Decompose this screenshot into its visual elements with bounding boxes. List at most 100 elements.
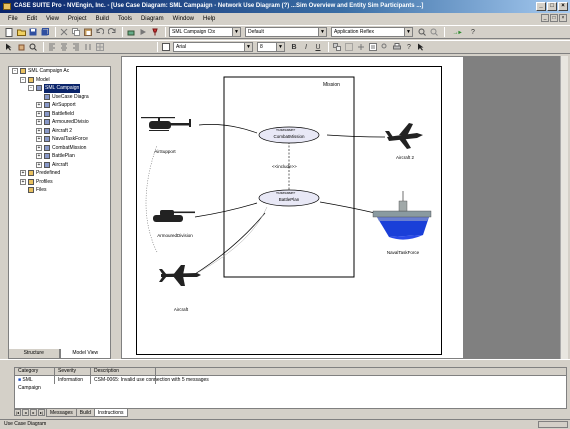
- generalization-line[interactable]: [145, 144, 158, 253]
- tab-instructions[interactable]: Instructions: [93, 409, 128, 417]
- menu-diagram[interactable]: Diagram: [140, 15, 164, 22]
- paste-icon[interactable]: [83, 27, 93, 37]
- group-icon[interactable]: [344, 42, 354, 52]
- tree-item[interactable]: +Predefined: [9, 169, 110, 178]
- save-icon[interactable]: [28, 27, 38, 37]
- association-line[interactable]: [198, 124, 258, 134]
- tree-item[interactable]: +Aircraft: [9, 161, 110, 170]
- align-center-icon[interactable]: [59, 42, 69, 52]
- mdi-close-button[interactable]: ×: [559, 14, 567, 22]
- menu-file[interactable]: File: [8, 15, 18, 22]
- association-line[interactable]: [194, 202, 258, 218]
- zoom-tool-icon[interactable]: [28, 42, 38, 52]
- tab-structure[interactable]: Structure: [8, 349, 60, 359]
- underline-icon[interactable]: U: [315, 43, 321, 51]
- copy-icon[interactable]: [71, 27, 81, 37]
- italic-icon[interactable]: I: [305, 43, 307, 51]
- help-icon[interactable]: ?: [407, 43, 411, 51]
- output-splitter[interactable]: [0, 359, 570, 367]
- tab-build[interactable]: Build: [75, 409, 95, 417]
- menu-window[interactable]: Window: [172, 15, 194, 22]
- association-line[interactable]: [198, 206, 268, 273]
- jet-aircraft-icon[interactable]: [385, 123, 423, 149]
- expand-icon[interactable]: +: [36, 102, 42, 109]
- close-button[interactable]: ×: [558, 2, 568, 11]
- diagram-canvas[interactable]: Mission <<include>> «usecase» CombatMiss…: [121, 56, 464, 359]
- filter-combo[interactable]: Application Reflex ▼: [331, 27, 413, 37]
- col-severity[interactable]: Severity: [55, 368, 91, 375]
- expand-icon[interactable]: +: [36, 136, 42, 143]
- hand-icon[interactable]: [16, 42, 26, 52]
- line-color-icon[interactable]: [161, 42, 171, 52]
- prev-tab-icon[interactable]: ◂: [22, 409, 29, 416]
- menu-project[interactable]: Project: [67, 15, 87, 22]
- association-line[interactable]: [194, 212, 266, 275]
- menu-tools[interactable]: Tools: [117, 15, 132, 22]
- col-category[interactable]: Category: [15, 368, 55, 375]
- expand-icon[interactable]: +: [36, 110, 42, 117]
- mdi-restore-button[interactable]: □: [550, 14, 558, 22]
- align-left-icon[interactable]: [47, 42, 57, 52]
- expand-icon[interactable]: +: [36, 153, 42, 160]
- open-folder-icon[interactable]: [16, 27, 26, 37]
- tab-messages[interactable]: Messages: [46, 409, 77, 417]
- tree-item[interactable]: +NavalTaskForce: [9, 135, 110, 144]
- select-tool-icon[interactable]: [4, 42, 14, 52]
- redo-icon[interactable]: [107, 27, 117, 37]
- find-icon[interactable]: [380, 42, 390, 52]
- menu-view[interactable]: View: [46, 15, 59, 22]
- chevron-down-icon[interactable]: ▼: [404, 28, 412, 36]
- resize-grip[interactable]: [538, 421, 568, 428]
- pointer-help-icon[interactable]: [416, 42, 426, 52]
- collapse-icon[interactable]: -: [20, 76, 26, 83]
- chevron-down-icon[interactable]: ▼: [244, 43, 252, 51]
- tree-item[interactable]: +BattlePlan: [9, 152, 110, 161]
- tree-item[interactable]: -Model: [9, 76, 110, 85]
- association-line[interactable]: [326, 134, 386, 138]
- col-extra[interactable]: [156, 368, 566, 375]
- zoom-out-icon[interactable]: [429, 27, 439, 37]
- collapse-icon[interactable]: -: [28, 85, 34, 92]
- model-combo[interactable]: SML Campaign Ctx ▼: [169, 27, 241, 37]
- arrange-icon[interactable]: [332, 42, 342, 52]
- association-line[interactable]: [319, 201, 376, 214]
- col-description[interactable]: Description: [91, 368, 156, 375]
- collapse-icon[interactable]: -: [12, 68, 18, 75]
- tree-item[interactable]: +Battlefield: [9, 110, 110, 119]
- tree-item[interactable]: +CombatMission: [9, 144, 110, 153]
- tree-item[interactable]: +Aircraft 2: [9, 127, 110, 136]
- minimize-button[interactable]: _: [536, 2, 546, 11]
- menu-build[interactable]: Build: [95, 15, 109, 22]
- expand-icon[interactable]: +: [36, 127, 42, 134]
- zoom-in-icon[interactable]: [417, 27, 427, 37]
- size-combo[interactable]: 8 ▼: [257, 42, 285, 52]
- tree-item[interactable]: +ArmouredDivisio: [9, 118, 110, 127]
- last-tab-icon[interactable]: ▸|: [38, 409, 45, 416]
- layout-icon[interactable]: [356, 42, 366, 52]
- tree-item[interactable]: -SML Campaign Ac: [9, 67, 110, 76]
- helicopter-icon[interactable]: [141, 117, 191, 131]
- tab-model-view[interactable]: Model View: [59, 349, 111, 359]
- properties-icon[interactable]: [368, 42, 378, 52]
- tree-item[interactable]: UseCase Diagra: [9, 93, 110, 102]
- font-combo[interactable]: Arial ▼: [173, 42, 253, 52]
- undo-icon[interactable]: [95, 27, 105, 37]
- tree-item[interactable]: +Profiles: [9, 178, 110, 187]
- chevron-down-icon[interactable]: ▼: [232, 28, 240, 36]
- view-combo[interactable]: Default ▼: [245, 27, 327, 37]
- tank-icon[interactable]: [153, 210, 195, 222]
- fighter-jet-icon[interactable]: [159, 265, 201, 286]
- tree-item[interactable]: -SML Campaign: [9, 84, 110, 93]
- next-tab-icon[interactable]: ▸: [30, 409, 37, 416]
- mdi-minimize-button[interactable]: _: [541, 14, 549, 22]
- new-file-icon[interactable]: [4, 27, 14, 37]
- run-icon[interactable]: [138, 27, 148, 37]
- expand-icon[interactable]: +: [36, 161, 42, 168]
- expand-icon[interactable]: +: [36, 144, 42, 151]
- help-icon[interactable]: ?: [471, 28, 475, 36]
- cut-icon[interactable]: [59, 27, 69, 37]
- expand-icon[interactable]: +: [36, 119, 42, 126]
- chevron-down-icon[interactable]: ▼: [276, 43, 284, 51]
- distribute-icon[interactable]: [83, 42, 93, 52]
- first-tab-icon[interactable]: |◂: [14, 409, 21, 416]
